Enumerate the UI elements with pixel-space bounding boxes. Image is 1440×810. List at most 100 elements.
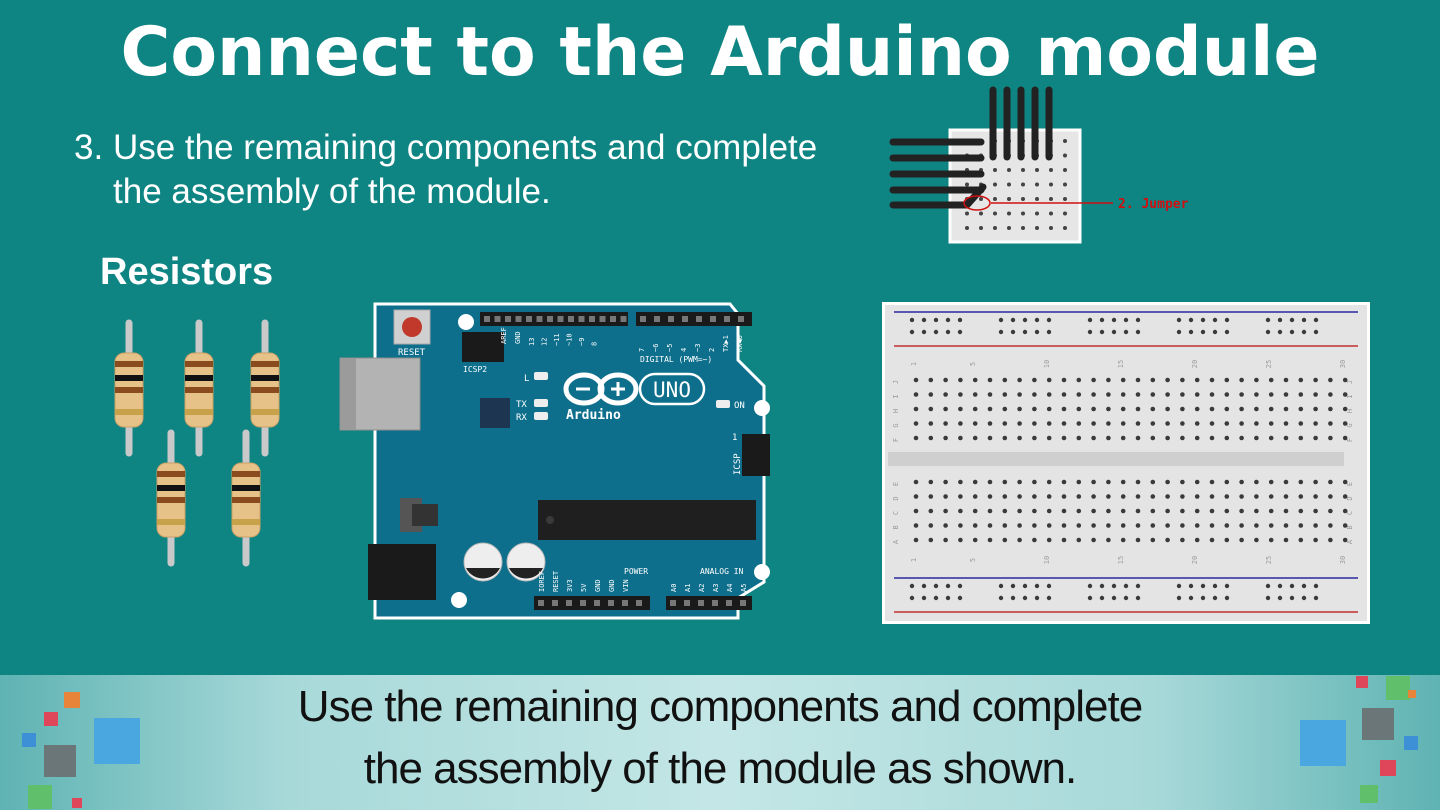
resistor-3 xyxy=(251,323,279,453)
breadboard-row-letter: J xyxy=(892,380,900,384)
power-pin-label: GND xyxy=(594,579,602,592)
digital-pin-label: ~10 xyxy=(566,333,574,346)
digital-pin-label: RX◀0 xyxy=(736,335,744,352)
digital-pin-label: TX▶1 xyxy=(722,335,730,352)
usb-chip xyxy=(480,398,510,428)
caption-bar xyxy=(0,675,1440,810)
breadboard-column-number: 25 xyxy=(1265,556,1273,564)
rx-label: RX xyxy=(516,413,527,423)
breadboard-column-number: 30 xyxy=(1339,360,1347,368)
breadboard-row-letter: F xyxy=(1346,438,1354,442)
decor-square xyxy=(1404,736,1418,750)
step-line-2: the assembly of the module. xyxy=(113,172,551,211)
icsp2-label: ICSP2 xyxy=(463,365,487,374)
breadboard-row-letter: I xyxy=(892,394,900,398)
analog-label: ANALOG IN xyxy=(700,567,744,576)
breadboard-row-letter: A xyxy=(1346,539,1354,544)
decor-square xyxy=(28,785,52,809)
decor-square xyxy=(1380,760,1396,776)
tx-label: TX xyxy=(516,400,527,410)
breadboard-row-letter: B xyxy=(892,525,900,529)
analog-pin-label: A1 xyxy=(684,584,692,592)
caption-text: Use the remaining components and complet… xyxy=(0,676,1440,800)
digital-pin-label: 4 xyxy=(680,348,688,352)
breadboard-row-letter: J xyxy=(1346,380,1354,384)
breadboard-row-letter: D xyxy=(892,496,900,500)
breadboard-row-letter: E xyxy=(1346,482,1354,486)
analog-pin-label: A4 xyxy=(726,584,734,592)
breadboard-column-number: 5 xyxy=(969,558,977,562)
decor-square xyxy=(1386,676,1410,700)
breadboard-column-number: 10 xyxy=(1043,556,1051,564)
breadboard-row-letter: I xyxy=(1346,394,1354,398)
power-label: POWER xyxy=(624,567,648,576)
analog-pin-label: A0 xyxy=(670,584,678,592)
resistor-1 xyxy=(115,323,143,453)
decor-square xyxy=(1300,720,1346,766)
jumper-label: 2. Jumper xyxy=(1118,197,1189,212)
step-number: 3. xyxy=(74,128,104,167)
breadboard-row-letter: H xyxy=(892,409,900,413)
breadboard-row-letter: G xyxy=(1346,423,1354,427)
resistor-5 xyxy=(232,433,260,563)
power-pin-label: IOREF xyxy=(538,571,546,592)
led-l-label: L xyxy=(524,374,529,384)
breadboard-column-number: 5 xyxy=(969,362,977,366)
breadboard-center-channel xyxy=(888,452,1344,466)
caption-line-1: Use the remaining components and complet… xyxy=(297,682,1143,731)
digital-pin-label: 12 xyxy=(541,338,549,346)
breadboard-column-number: 25 xyxy=(1265,360,1273,368)
breadboard-row-letter: C xyxy=(1346,511,1354,515)
breadboard-row-letter: G xyxy=(892,423,900,427)
decor-square xyxy=(94,718,140,764)
uno-label: UNO xyxy=(653,378,691,402)
breadboard-row-letter: H xyxy=(1346,409,1354,413)
decor-square xyxy=(22,733,36,747)
resistors-group xyxy=(105,318,295,570)
power-header xyxy=(534,596,650,610)
digital-label: DIGITAL (PWM=~) xyxy=(640,355,712,364)
breadboard-column-number: 10 xyxy=(1043,360,1051,368)
breadboard-row-letter: A xyxy=(892,539,900,544)
step-instruction: 3. Use the remaining components and comp… xyxy=(74,126,817,214)
decor-square xyxy=(64,692,80,708)
jumper-highlight xyxy=(963,195,991,211)
analog-pin-label: A2 xyxy=(698,584,706,592)
decor-square xyxy=(1356,676,1368,688)
decor-square xyxy=(72,798,82,808)
breadboard-row-letter: E xyxy=(892,482,900,486)
aref-label: AREF xyxy=(500,327,508,344)
mini-breadboard-diagram: 2. Jumper xyxy=(889,86,1189,244)
resistor-4 xyxy=(157,433,185,563)
reset-label: RESET xyxy=(398,348,426,358)
mini-breadboard xyxy=(948,128,1082,244)
power-pin-label: 5V xyxy=(580,583,588,592)
digital-pin-label: ~11 xyxy=(553,333,561,346)
digital-pin-label: 7 xyxy=(638,348,646,352)
breadboard-column-number: 1 xyxy=(910,362,918,366)
digital-pin-label: ~6 xyxy=(652,344,660,352)
breadboard-row-letter: F xyxy=(892,438,900,442)
analog-pin-label: A3 xyxy=(712,584,720,592)
resistors-label: Resistors xyxy=(100,251,274,293)
power-pin-label: GND xyxy=(608,579,616,592)
icsp-header xyxy=(742,434,770,476)
icsp-one-label: 1 xyxy=(732,433,737,443)
decor-square xyxy=(1362,708,1394,740)
breadboard-column-number: 15 xyxy=(1117,556,1125,564)
on-label: ON xyxy=(734,401,745,411)
decor-square xyxy=(44,712,58,726)
breadboard-holes xyxy=(909,317,1348,601)
digital-header-1 xyxy=(480,312,628,326)
gnd-label: GND xyxy=(514,331,522,344)
digital-pin-label: 8 xyxy=(591,342,599,346)
decor-square xyxy=(1408,690,1416,698)
breadboard-row-letter: C xyxy=(892,511,900,515)
digital-pin-label: ~5 xyxy=(666,344,674,352)
power-pin-label: 3V3 xyxy=(566,579,574,592)
breadboard-row-letter: D xyxy=(1346,496,1354,500)
